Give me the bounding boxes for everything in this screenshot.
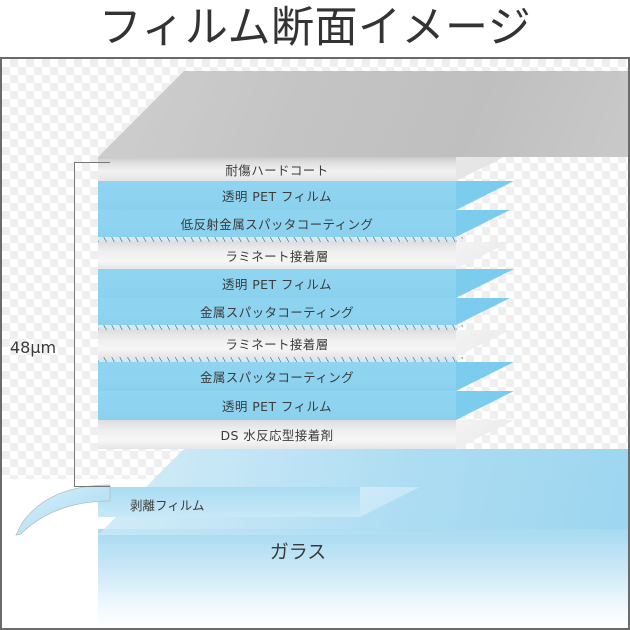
release-film-label: 剥離フィルム [130, 498, 205, 513]
film-layer-side-1 [456, 157, 628, 181]
film-layer-label: 透明 PET フィルム [222, 277, 332, 292]
glass-label: ガラス [269, 541, 327, 563]
layer-hatch-divider [98, 357, 456, 362]
film-layer-stack: 耐傷ハードコート透明 PET フィルム低反射金属スパッタコーティングラミネート接… [98, 157, 456, 449]
film-layer-side-3 [456, 210, 628, 237]
film-layer-label: 耐傷ハードコート [225, 162, 329, 178]
layer-hatch-divider [98, 237, 456, 242]
film-layer-side-6 [456, 298, 628, 325]
film-layer-5: 透明 PET フィルム [98, 269, 456, 298]
glass-front-face [98, 529, 628, 628]
film-layer-side-9 [456, 391, 628, 420]
page-title: フィルム断面イメージ [98, 2, 532, 53]
film-block-side-faces [456, 157, 628, 497]
layer-hatch-divider [98, 325, 456, 330]
film-layer-6: 金属スパッタコーティング [98, 298, 456, 325]
release-film-front-face [98, 487, 360, 517]
film-layer-side-7 [456, 330, 628, 357]
film-layer-label: DS 水反応型接着剤 [220, 428, 334, 443]
film-layer-label: ラミネート接着層 [225, 337, 329, 352]
film-layer-side-8 [456, 362, 628, 391]
diagram-frame: ガラス 剥離フィルム 耐傷ハードコート透明 PET フィルム低反射金属スパッタコ… [0, 57, 630, 630]
thickness-bracket [74, 162, 110, 487]
film-layer-10: DS 水反応型接着剤 [98, 420, 456, 449]
film-layer-label: ラミネート接着層 [225, 249, 329, 264]
page-title-bar: フィルム断面イメージ [0, 0, 630, 56]
film-layer-label: 金属スパッタコーティング [199, 305, 355, 320]
film-layer-2: 透明 PET フィルム [98, 181, 456, 210]
film-layer-9: 透明 PET フィルム [98, 391, 456, 420]
film-layer-side-2 [456, 181, 628, 210]
film-layer-label: 低反射金属スパッタコーティング [180, 217, 374, 232]
film-layer-3: 低反射金属スパッタコーティング [98, 210, 456, 237]
thickness-label: 48μm [10, 338, 57, 357]
film-layer-side-5 [456, 269, 628, 298]
film-layer-label: 金属スパッタコーティング [199, 370, 355, 385]
film-layer-7: ラミネート接着層 [98, 330, 456, 357]
film-layer-label: 透明 PET フィルム [222, 189, 332, 204]
film-layer-8: 金属スパッタコーティング [98, 362, 456, 391]
film-layer-label: 透明 PET フィルム [222, 399, 332, 414]
film-layer-side-10 [456, 420, 628, 449]
film-layer-1: 耐傷ハードコート [98, 157, 456, 181]
film-layer-4: ラミネート接着層 [98, 242, 456, 269]
film-block-top-face [98, 71, 628, 157]
release-film-curl [15, 484, 111, 536]
film-layer-side-4 [456, 242, 628, 269]
